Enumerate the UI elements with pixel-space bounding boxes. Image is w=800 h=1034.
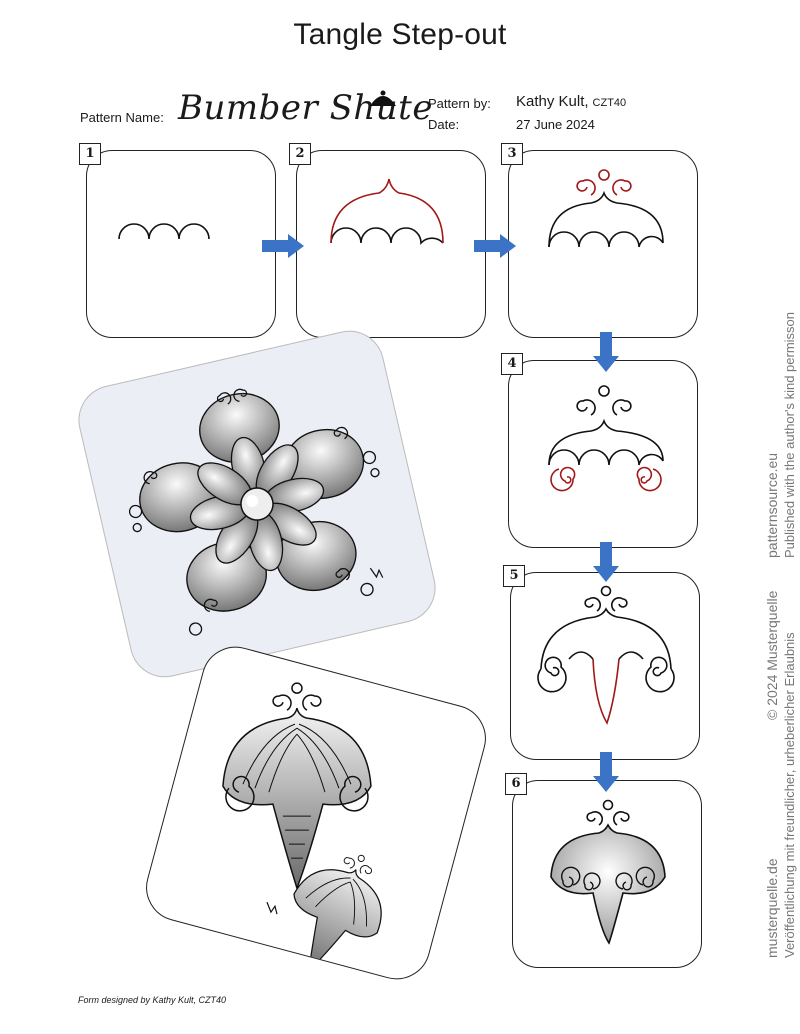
step-4-panel: 4 bbox=[501, 353, 698, 548]
artist-signature bbox=[369, 567, 384, 579]
date-value: 27 June 2024 bbox=[516, 117, 595, 132]
step-6-drawing bbox=[550, 799, 666, 945]
author-line: Kathy Kult,CZT40 bbox=[516, 93, 626, 110]
step-number: 2 bbox=[289, 143, 311, 165]
arrow-right-icon bbox=[262, 234, 304, 258]
step-5-panel: 5 bbox=[503, 565, 700, 760]
step-2-drawing bbox=[330, 178, 444, 246]
pattern-by-label: Pattern by: bbox=[428, 96, 491, 111]
date-label: Date: bbox=[428, 117, 460, 132]
flower-tangle-drawing bbox=[128, 388, 384, 636]
arrow-down-icon bbox=[593, 542, 619, 582]
step-5-drawing bbox=[537, 585, 675, 725]
example-tile-flower bbox=[72, 324, 442, 684]
side-text-copyright: © 2024 Musterquelle bbox=[764, 590, 780, 720]
step-number: 3 bbox=[501, 143, 523, 165]
step-1-panel: 1 bbox=[79, 143, 276, 338]
step-4-drawing bbox=[548, 385, 664, 492]
side-text-permission: Published with the author's kind permiss… bbox=[782, 311, 797, 558]
step-2-panel: 2 bbox=[289, 143, 486, 338]
pattern-name-label: Pattern Name: bbox=[80, 110, 164, 125]
arrow-down-icon bbox=[593, 752, 619, 792]
side-text-patternsource: patternsource.eu bbox=[764, 452, 780, 558]
artist-signature bbox=[266, 901, 278, 915]
author-name: Kathy Kult, bbox=[516, 93, 589, 110]
step-number: 4 bbox=[501, 353, 523, 375]
step-1-drawing bbox=[118, 223, 210, 240]
arrow-down-icon bbox=[593, 332, 619, 372]
page-title: Tangle Step-out bbox=[293, 18, 507, 51]
example-tile-umbrellas bbox=[138, 639, 494, 987]
step-6-panel: 6 bbox=[505, 773, 702, 968]
side-text-erlaubnis: Veröffentlichung mit freundlicher, urheb… bbox=[782, 632, 797, 958]
step-3-drawing bbox=[548, 169, 664, 248]
side-text-musterquelle: musterquelle.de bbox=[764, 858, 780, 958]
umbrella-tangle-drawing bbox=[222, 682, 382, 973]
step-number: 5 bbox=[503, 565, 525, 587]
pattern-name: Bumber Shute bbox=[178, 88, 433, 128]
author-certification: CZT40 bbox=[592, 97, 627, 109]
step-number: 6 bbox=[505, 773, 527, 795]
umbrella-icon bbox=[370, 90, 396, 106]
arrow-right-icon bbox=[474, 234, 516, 258]
step-number: 1 bbox=[79, 143, 101, 165]
footer-credit: Form designed by Kathy Kult, CZT40 bbox=[78, 995, 227, 1005]
step-3-panel: 3 bbox=[501, 143, 698, 338]
